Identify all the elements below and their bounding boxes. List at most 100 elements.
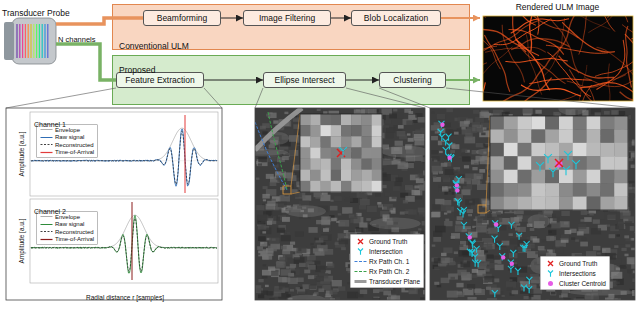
figure-rect (504, 156, 518, 170)
label-holder: Radial distance r [samples] (86, 286, 164, 304)
legend-text: Raw signal (55, 134, 84, 140)
figure-path (508, 260, 514, 267)
figure-rect (398, 125, 404, 129)
figure-line (47, 24, 48, 58)
figure-rect (418, 208, 425, 213)
figure-rect (413, 120, 418, 123)
figure-rect (573, 170, 587, 184)
figure-path (620, 92, 633, 101)
figure-rect (372, 114, 383, 125)
figure-rect (362, 125, 373, 136)
figure-rect (571, 237, 575, 240)
figure-rect (524, 296, 529, 299)
legend-row: Time-of-Arrival (40, 236, 94, 244)
figure-line (486, 116, 490, 205)
intersect-image (255, 108, 425, 300)
figure-rect (321, 114, 332, 125)
figure-rect (437, 285, 441, 288)
figure-path (562, 166, 570, 175)
figure-rect (467, 297, 476, 300)
figure-rect (310, 243, 313, 245)
figure-rect (625, 221, 632, 226)
figure-rect (330, 206, 338, 211)
figure-rect (414, 185, 419, 188)
figure-rect (404, 211, 408, 214)
figure-ellipse (569, 289, 635, 295)
figure-rect (314, 261, 320, 265)
figure-path (461, 222, 467, 229)
figure-rect (314, 108, 323, 114)
figure-circle (468, 235, 472, 239)
figure-path (515, 39, 549, 90)
legend-sample (354, 258, 367, 265)
figure-rect (349, 214, 358, 219)
figure-rect (518, 197, 532, 211)
figure-path (446, 154, 452, 161)
figure-path (516, 233, 522, 240)
figure-ellipse (288, 295, 325, 300)
figure-rect (614, 116, 628, 130)
figure-rect (464, 165, 469, 168)
figure-line (33, 24, 34, 58)
figure-rect (281, 269, 291, 275)
zoom-line (204, 88, 222, 108)
figure-rect (321, 225, 331, 231)
figure-path (526, 286, 532, 293)
figure-path (484, 35, 509, 92)
figure-rect (367, 206, 377, 212)
process-box: Clustering (379, 72, 446, 88)
figure-path (536, 162, 544, 171)
figure-ellipse (370, 217, 421, 229)
figure-path (544, 154, 552, 163)
figure-rect (441, 205, 451, 211)
figure-rect (457, 270, 466, 276)
figure-rect (273, 120, 278, 123)
figure-path (472, 254, 478, 261)
figure-rect (480, 213, 485, 216)
figure-rect (443, 247, 452, 253)
figure-rect (418, 228, 421, 230)
figure-rect (573, 156, 587, 170)
figure-rect (330, 289, 338, 294)
figure-rect (564, 222, 568, 225)
figure-rect (597, 252, 601, 254)
image-title: Rendered ULM Image (480, 2, 635, 12)
figure-rect (587, 156, 601, 170)
figure-rect (551, 292, 556, 295)
figure-rect (437, 128, 445, 133)
figure-line (355, 261, 367, 262)
ulm-image (483, 16, 633, 101)
legend-text: Intersections (559, 270, 596, 277)
figure-rect (263, 244, 267, 247)
figure-rect (318, 288, 324, 292)
figure-rect (366, 218, 370, 221)
figure-rect (507, 287, 513, 291)
figure-rect (256, 178, 260, 180)
figure-rect (383, 290, 391, 295)
figure-rect (282, 249, 290, 254)
figure-line (41, 129, 53, 130)
figure-rect (465, 133, 473, 138)
figure-path (529, 79, 591, 84)
figure-rect (433, 176, 437, 178)
figure-rect (290, 289, 294, 292)
figure-path (483, 63, 487, 87)
legend-row: Intersection (354, 246, 420, 256)
legend-row: Time-of-Arrival (40, 149, 94, 157)
figure-rect (362, 170, 373, 181)
figure-rect (538, 212, 542, 214)
figure-rect (279, 257, 287, 262)
figure-rect (473, 110, 479, 114)
figure-rect (454, 251, 458, 254)
figure-rect (461, 149, 467, 153)
figure-rect (559, 143, 573, 157)
figure-rect (310, 114, 321, 125)
figure-rect (392, 290, 399, 294)
figure-rect (338, 286, 345, 291)
panel-heading: Proposed (119, 65, 155, 75)
figure-path (508, 266, 514, 273)
figure-rect (385, 120, 391, 124)
figure-rect (258, 224, 267, 229)
figure-rect (487, 214, 492, 217)
legend-row: Rx Path Ch. 1 (354, 256, 420, 266)
